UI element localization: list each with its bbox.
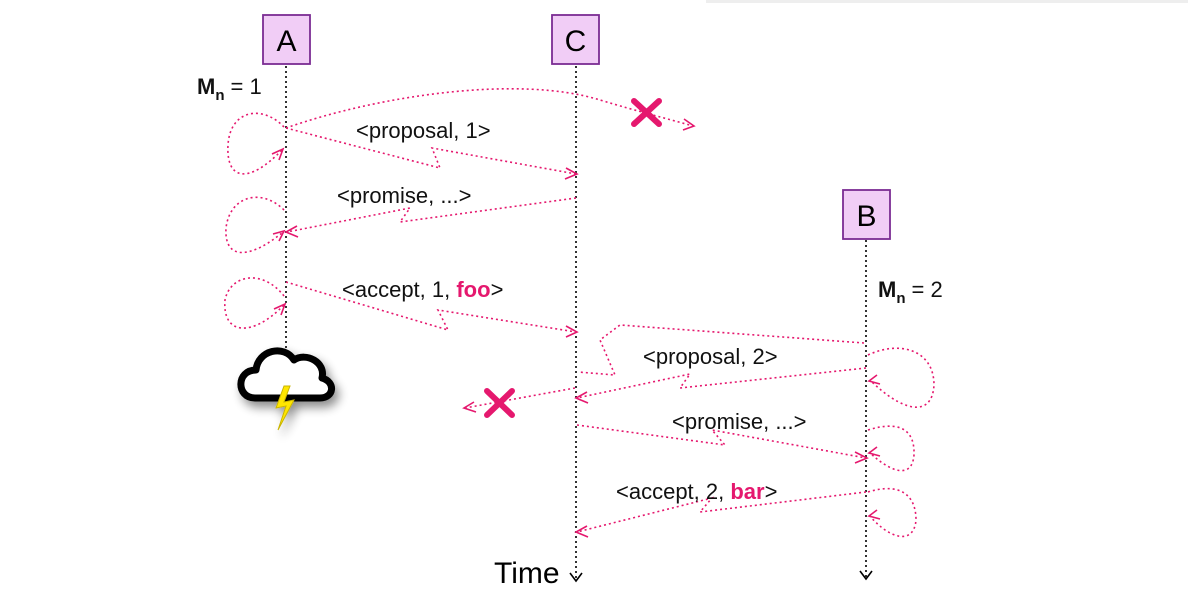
- accept-2-arrow: [576, 491, 867, 533]
- self-loop-a-2: [225, 196, 285, 254]
- proposal-1-label: <proposal, 1>: [356, 118, 491, 143]
- self-loop-b-2-head: [867, 446, 881, 457]
- promise-2-arrow-head: [854, 451, 869, 464]
- self-loop-b-1-head: [867, 374, 881, 385]
- self-loop-a-1: [227, 112, 285, 175]
- accept-2-arrow-head: [574, 525, 589, 538]
- self-loop-a-2-head: [272, 229, 286, 242]
- promise-1-arrow-head: [284, 225, 299, 238]
- lifeline-c-arrowhead: [569, 572, 583, 583]
- lifeline-b-arrowhead: [859, 570, 873, 581]
- proposal-1-arrow-head: [564, 167, 579, 180]
- promise-1-label: <promise, ...>: [337, 183, 472, 208]
- node-c: C: [551, 14, 600, 65]
- node-c-label: C: [565, 25, 587, 58]
- lost-proposal-arc-head: [682, 118, 696, 131]
- lost-proposal-arc: [285, 87, 694, 129]
- lost-accept-arrow-head: [462, 401, 477, 413]
- proposal-2-arrow-head: [574, 391, 589, 404]
- promise-2-label: <promise, ...>: [672, 409, 807, 434]
- node-b-label: B: [856, 200, 876, 233]
- self-loop-a-1-head: [271, 147, 285, 161]
- self-loop-a-3-head: [273, 302, 287, 316]
- accept-1-label: <accept, 1, foo>: [342, 277, 503, 302]
- mn-a-label: Mn= 1: [197, 74, 262, 104]
- self-loop-b-3-head: [867, 509, 881, 520]
- lost-accept-arrow: [464, 387, 576, 409]
- self-loop-a-3: [224, 277, 285, 329]
- node-a-label: A: [276, 25, 296, 58]
- node-a: A: [262, 14, 311, 65]
- storm-cloud-icon: [237, 347, 335, 431]
- accept-1-arrow: [285, 281, 577, 333]
- self-loop-b-3: [867, 487, 917, 538]
- promise-1-arrow: [286, 197, 577, 233]
- x-mark-icon: [631, 98, 662, 127]
- x-mark-icon: [484, 388, 515, 418]
- accept-2-label: <accept, 2, bar>: [616, 479, 777, 504]
- time-label: Time: [494, 557, 560, 590]
- mn-b-label: Mn= 2: [878, 277, 943, 307]
- self-loop-b-2: [867, 425, 915, 472]
- proposal-2-arrow: [576, 367, 867, 399]
- top-strip: [706, 0, 1188, 3]
- proposal-2-label: <proposal, 2>: [643, 344, 778, 369]
- self-loop-b-1: [867, 347, 935, 408]
- accept-1-arrow-head: [565, 325, 579, 338]
- proposal-2-loop: [577, 324, 865, 376]
- node-b: B: [842, 189, 891, 240]
